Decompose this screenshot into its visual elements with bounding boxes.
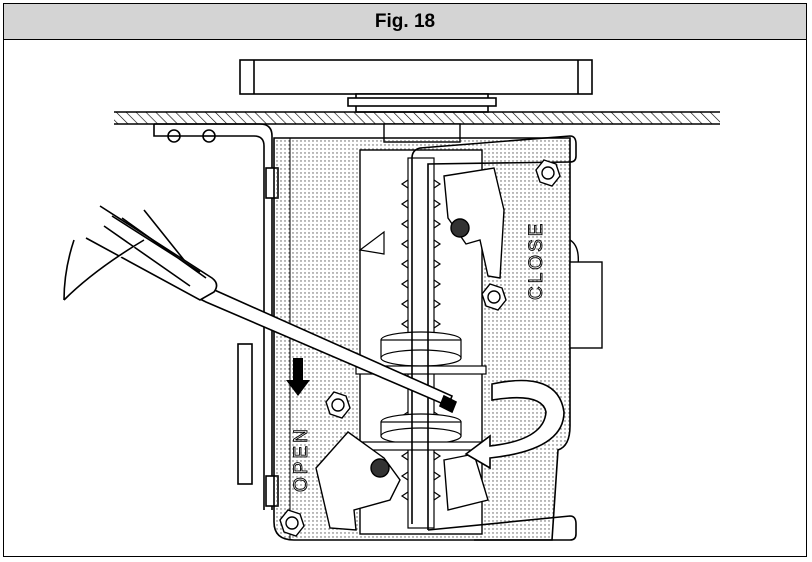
open-label: OPEN [291, 426, 312, 492]
figure-title-bar: Fig. 18 [4, 4, 806, 40]
hex-nuts [279, 159, 561, 537]
close-label: CLOSE [526, 221, 547, 300]
hex-nut-top-right [535, 159, 561, 187]
wire-handle [411, 135, 577, 541]
figure-title: Fig. 18 [374, 10, 436, 32]
hex-nut-left [325, 391, 351, 419]
hex-nut-middle [481, 283, 507, 311]
screwdriver [63, 205, 458, 414]
open-direction-arrow [286, 358, 310, 396]
technical-drawing: OPEN CLOSE [4, 40, 806, 556]
lower-latch [315, 431, 489, 531]
mechanism-drawing: OPEN CLOSE [63, 59, 720, 541]
top-flange [239, 59, 593, 113]
hex-nut-bottom-left [279, 509, 305, 537]
panel-section [114, 111, 720, 125]
figure-frame: Fig. 18 [3, 3, 807, 557]
side-lever [569, 239, 603, 349]
rotation-arrow [464, 379, 565, 470]
upper-latch [443, 167, 505, 279]
